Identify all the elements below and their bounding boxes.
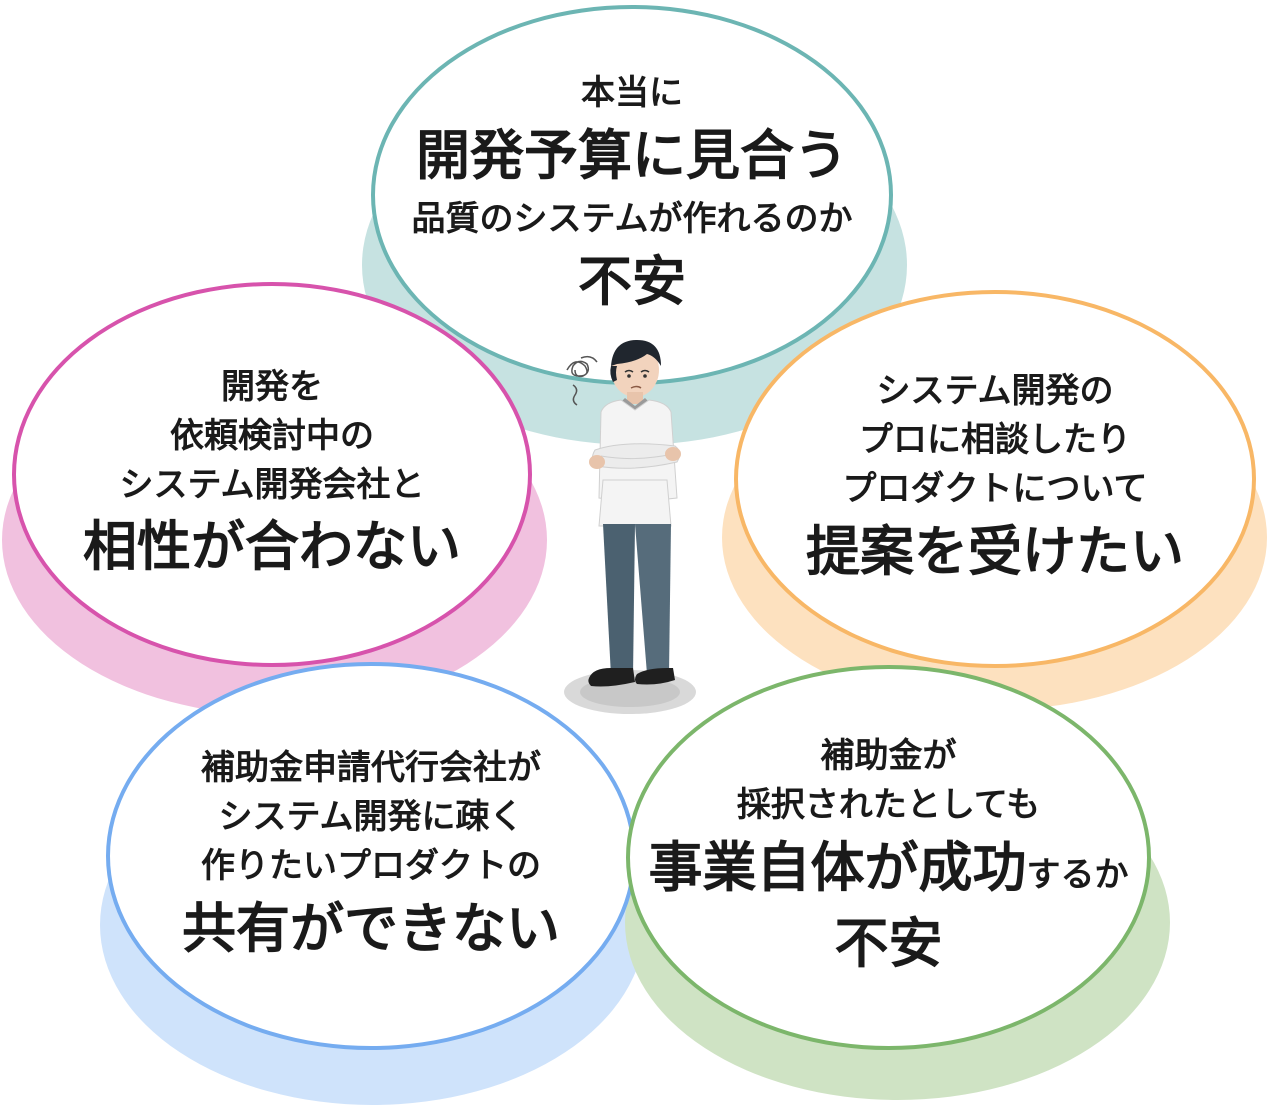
bubble-text-line: 開発を [221, 366, 323, 407]
bubble-text-emphasis: 事業自体が成功するか [649, 836, 1129, 901]
bubble-text-emphasis: 共有ができない [182, 896, 560, 960]
bubble-text-line: プロに相談したり [859, 420, 1131, 461]
concern-bubble-compatibility: 開発を 依頼検討中の システム開発会社と 相性が合わない [12, 282, 532, 667]
bubble-text-line: 採択されたとしても [736, 784, 1041, 825]
bubble-text-emphasis: 相性が合わない [83, 515, 461, 579]
bubble-text-line: システム開発会社と [119, 464, 425, 505]
concern-bubble-sharing: 補助金申請代行会社が システム開発に疎く 作りたいプロダクトの 共有ができない [106, 662, 636, 1050]
bubble-text-line: 本当に [581, 73, 683, 114]
bubble-text-emphasis: 不安 [578, 249, 686, 313]
bubble-text-emphasis: 開発予算に見合う [416, 124, 848, 188]
bubble-text-line: 補助金申請代行会社が [201, 748, 541, 789]
bubble-text-line: 作りたいプロダクトの [201, 846, 541, 886]
bubble-text-emphasis-main: 事業自体が成功 [648, 835, 1027, 899]
bubble-text-line: システム開発の [876, 371, 1114, 412]
bubble-text-line: 依頼検討中の [170, 415, 374, 456]
bubble-text-emphasis-tail: するか [1026, 854, 1129, 895]
bubble-text-line: 品質のシステムが作れるのか [411, 199, 853, 239]
worried-person-icon [564, 340, 696, 714]
bubble-text-line: プロダクトについて [842, 469, 1148, 509]
concern-bubble-budget: 本当に 開発予算に見合う 品質のシステムが作れるのか 不安 [371, 5, 893, 385]
bubble-text-emphasis: 不安 [834, 912, 943, 976]
bubble-text-line: 補助金が [820, 735, 957, 776]
bubble-text-emphasis: 提案を受けたい [806, 519, 1184, 583]
concern-bubble-success: 補助金が 採択されたとしても 事業自体が成功するか 不安 [626, 665, 1151, 1050]
bubble-text-line: システム開発に疎く [218, 797, 524, 838]
concern-bubble-proposal: システム開発の プロに相談したり プロダクトについて 提案を受けたい [734, 290, 1256, 668]
